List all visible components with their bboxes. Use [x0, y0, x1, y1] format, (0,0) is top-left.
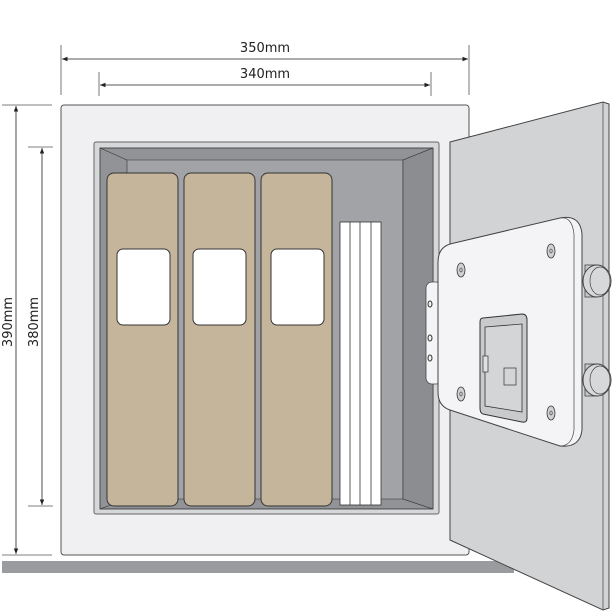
binder [260, 172, 333, 507]
binder [183, 172, 256, 507]
binder [106, 172, 179, 507]
height-dimension-inner: 380mm [27, 146, 53, 507]
inner-height-label: 380mm [27, 297, 42, 347]
width-dimension-inner: 340mm [98, 67, 432, 96]
width-dimension-outer: 350mm [60, 41, 470, 95]
screw-icon [456, 386, 466, 402]
inner-width-label: 340mm [240, 67, 290, 82]
screw-icon [546, 243, 556, 259]
height-dimension-outer: 390mm [1, 104, 52, 556]
paper-stack [339, 221, 382, 506]
outer-height-label: 390mm [1, 297, 16, 347]
outer-width-label: 350mm [240, 41, 290, 56]
screw-icon [456, 262, 466, 278]
locking-bolt [582, 363, 612, 397]
screw-icon [546, 405, 556, 421]
keypad-panel[interactable] [479, 313, 528, 423]
locking-bolt [582, 264, 612, 298]
floor-shelf [2, 561, 514, 573]
